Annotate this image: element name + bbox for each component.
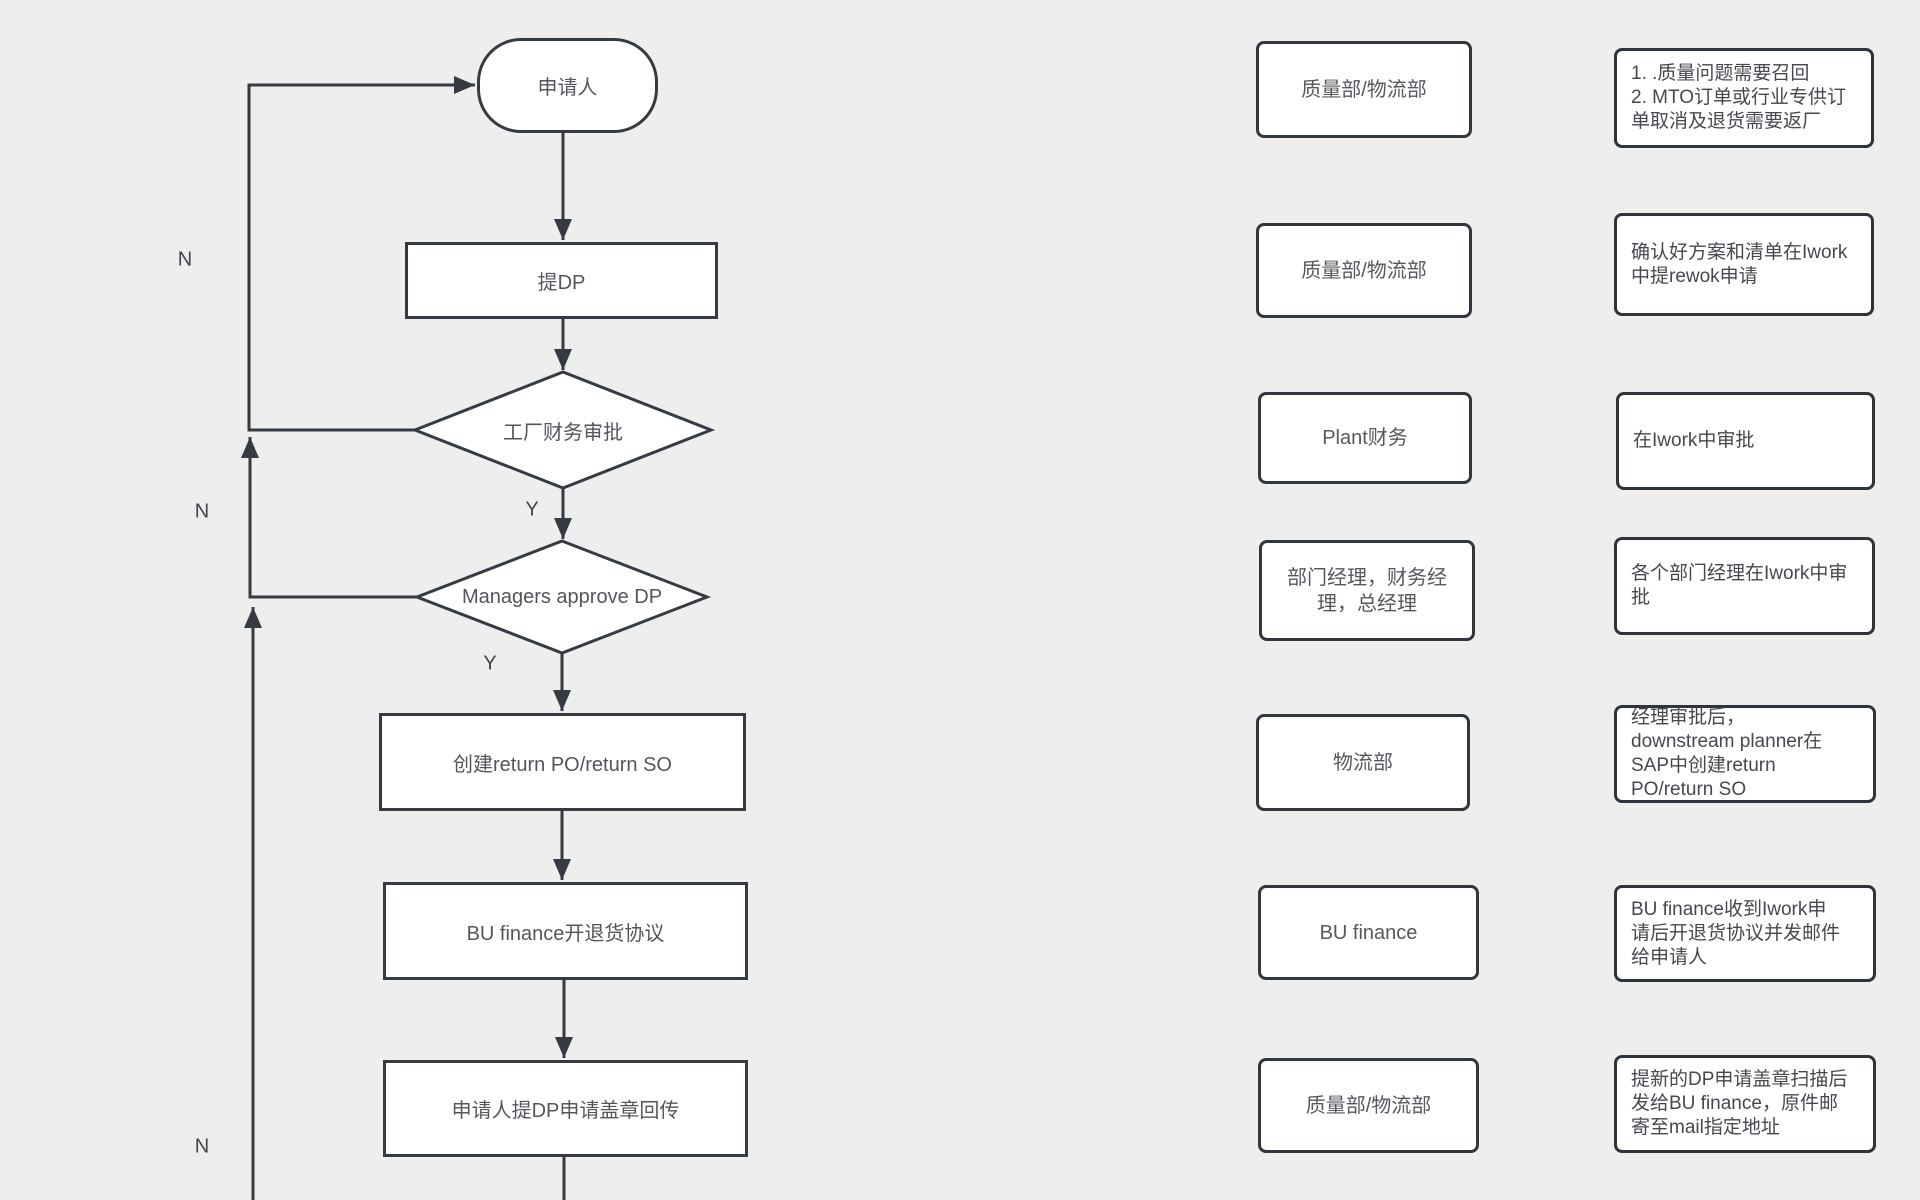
owner-label: 质量部/物流部 bbox=[1305, 1094, 1432, 1117]
owner-box-managers-row[interactable]: 部门经理，财务经 理，总经理 bbox=[1259, 540, 1475, 641]
owner-label: Plant财务 bbox=[1322, 427, 1408, 449]
edge-plantfinance-no-loop bbox=[247, 76, 475, 432]
note-box-stamp-row[interactable]: 提新的DP申请盖章扫描后 发给BU finance，原件邮 寄至mail指定地址 bbox=[1614, 1055, 1876, 1153]
note-text: 提新的DP申请盖章扫描后 发给BU finance，原件邮 寄至mail指定地址 bbox=[1631, 1069, 1848, 1138]
decision-managers-approve-label-wrap: Managers approve DP bbox=[412, 577, 712, 617]
flow-node-bu-finance-agreement-label: BU finance开退货协议 bbox=[466, 922, 665, 945]
owner-label: 质量部/物流部 bbox=[1301, 259, 1427, 282]
note-text: 1. .质量问题需要召回 2. MTO订单或行业专供订 单取消及退货需要返厂 bbox=[1631, 63, 1846, 132]
note-text: 各个部门经理在Iwork中审 批 bbox=[1631, 563, 1848, 608]
edge-managers-no-loop bbox=[241, 437, 417, 599]
flow-node-stamp-and-return-label: 申请人提DP申请盖章回传 bbox=[451, 1100, 680, 1122]
branch-label-n3: N bbox=[194, 1135, 210, 1158]
branch-label-n2: N bbox=[194, 500, 210, 523]
decision-managers-approve-label: Managers approve DP bbox=[461, 585, 663, 608]
owner-box-bu-finance-row[interactable]: BU finance bbox=[1258, 885, 1479, 980]
decision-plant-finance-label: 工厂财务审批 bbox=[503, 421, 623, 444]
note-box-bu-finance-row[interactable]: BU finance收到Iwork申 请后开退货协议并发邮件 给申请人 bbox=[1614, 885, 1876, 982]
branch-label-n1: N bbox=[177, 248, 193, 271]
note-text: 确认好方案和清单在Iwork 中提rewok申请 bbox=[1631, 241, 1848, 287]
owner-label: 物流部 bbox=[1333, 751, 1393, 774]
branch-label-y2: Y bbox=[483, 652, 497, 675]
branch-label-y1: Y bbox=[525, 498, 539, 521]
owner-label: 质量部/物流部 bbox=[1301, 78, 1427, 101]
owner-box-submit-dp-row[interactable]: 质量部/物流部 bbox=[1256, 223, 1472, 318]
note-box-applicant-row[interactable]: 1. .质量问题需要召回 2. MTO订单或行业专供订 单取消及退货需要返厂 bbox=[1614, 48, 1874, 148]
note-text: 经理审批后， downstream planner在 SAP中创建return … bbox=[1631, 707, 1823, 800]
flow-node-applicant[interactable]: 申请人 bbox=[477, 38, 658, 133]
note-text: 在Iwork中审批 bbox=[1633, 430, 1755, 451]
decision-plant-finance-label-wrap: 工厂财务审批 bbox=[413, 410, 713, 450]
flow-node-create-return-po-so-label: 创建return PO/return SO bbox=[453, 753, 672, 776]
owner-box-create-return-row[interactable]: 物流部 bbox=[1256, 714, 1470, 811]
flow-node-submit-dp[interactable]: 提DP bbox=[405, 242, 718, 319]
flow-node-submit-dp-label: 提DP bbox=[537, 272, 586, 294]
owner-label: 部门经理，财务经 理，总经理 bbox=[1287, 566, 1447, 615]
owner-box-stamp-row[interactable]: 质量部/物流部 bbox=[1258, 1058, 1479, 1153]
flow-node-bu-finance-agreement[interactable]: BU finance开退货协议 bbox=[383, 882, 748, 980]
note-box-managers-row[interactable]: 各个部门经理在Iwork中审 批 bbox=[1614, 537, 1875, 635]
owner-box-applicant-row[interactable]: 质量部/物流部 bbox=[1256, 41, 1472, 138]
decision-managers-approve-shape[interactable] bbox=[412, 539, 712, 655]
owner-box-plant-finance-row[interactable]: Plant财务 bbox=[1258, 392, 1472, 484]
note-box-create-return-row[interactable]: 经理审批后， downstream planner在 SAP中创建return … bbox=[1614, 705, 1876, 803]
owner-label: BU finance bbox=[1319, 921, 1418, 944]
flow-node-create-return-po-so[interactable]: 创建return PO/return SO bbox=[379, 713, 746, 811]
note-box-submit-dp-row[interactable]: 确认好方案和清单在Iwork 中提rewok申请 bbox=[1614, 213, 1874, 316]
note-text: BU finance收到Iwork申 请后开退货协议并发邮件 给申请人 bbox=[1631, 898, 1841, 968]
decision-plant-finance-shape[interactable] bbox=[410, 370, 716, 490]
flow-node-stamp-and-return[interactable]: 申请人提DP申请盖章回传 bbox=[383, 1060, 748, 1157]
note-box-plant-finance-row[interactable]: 在Iwork中审批 bbox=[1616, 392, 1875, 490]
flow-node-applicant-label: 申请人 bbox=[537, 77, 598, 99]
